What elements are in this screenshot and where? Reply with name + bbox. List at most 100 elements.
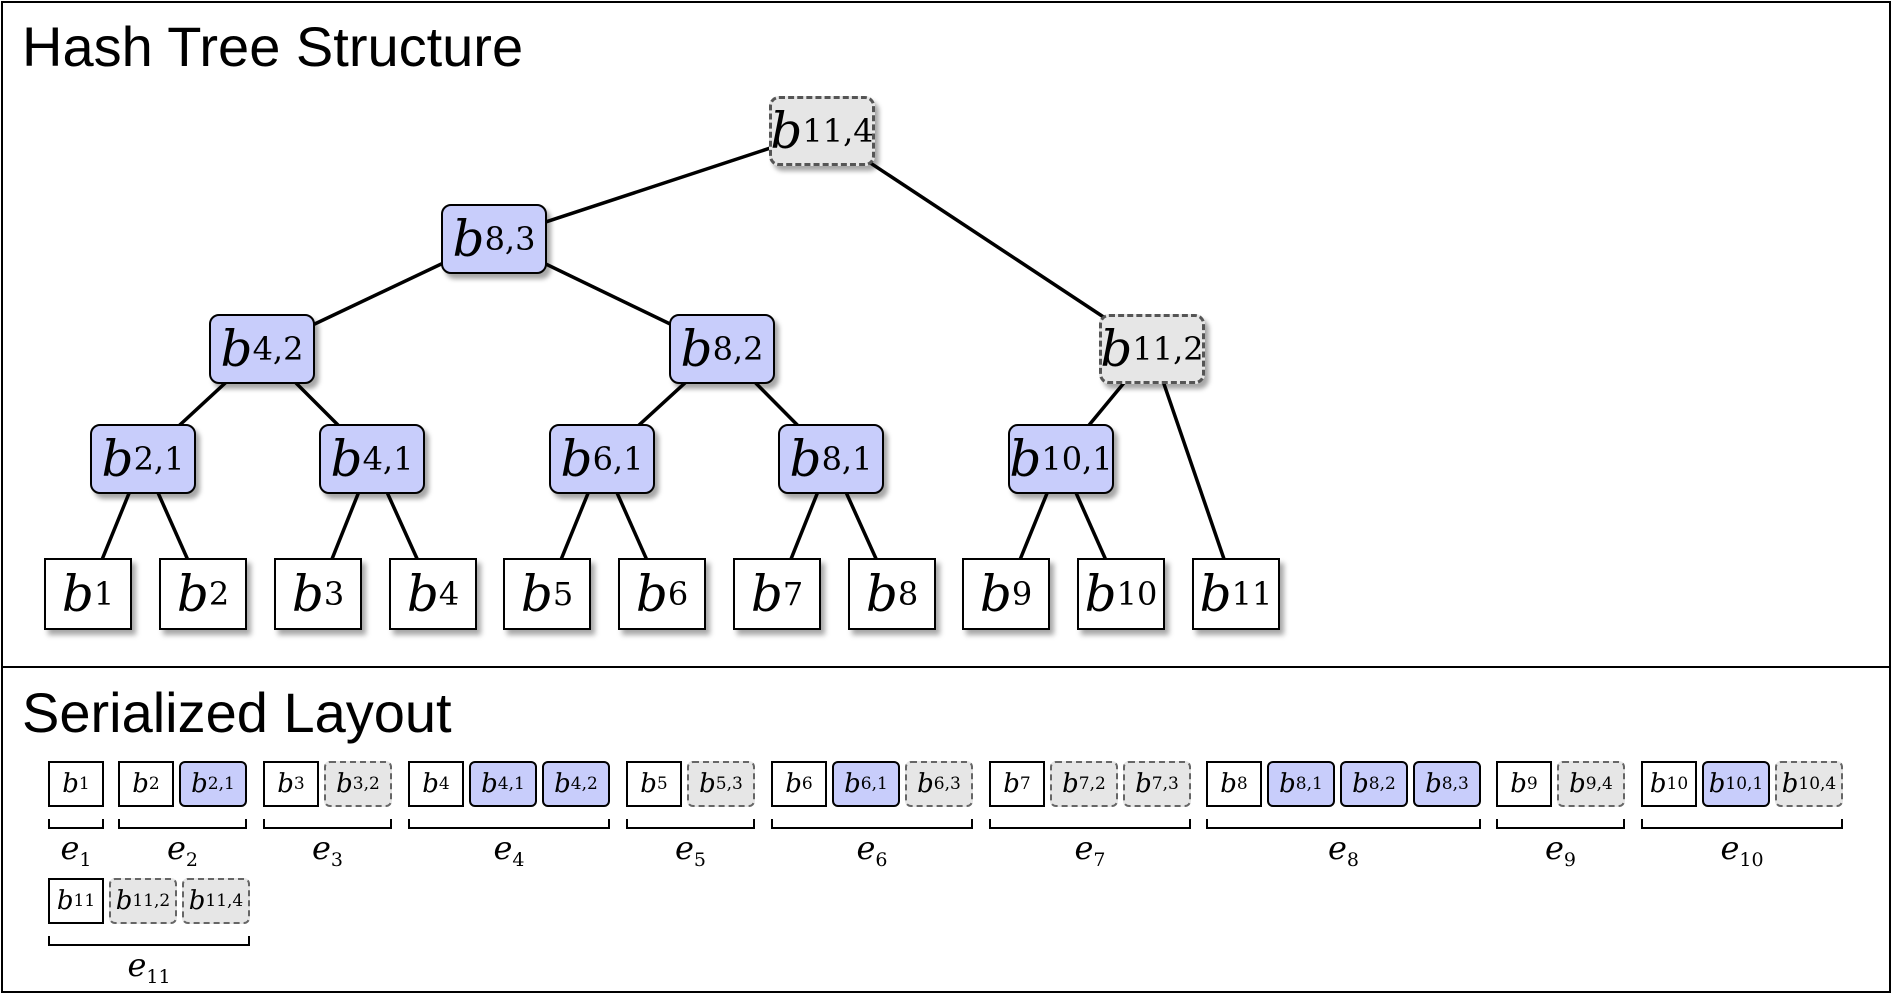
entry-label: e4 [408,829,610,871]
node-label-base: b [176,565,209,623]
node-label-base: b [680,320,713,378]
node-label-subscript: 5,3 [715,774,743,794]
node-label-base: b [865,565,898,623]
node-label-base: b [481,769,498,799]
node-label-subscript: 2,1 [207,774,235,794]
tree-edge-b11_4-b11_2 [821,129,1153,351]
node-label-base: b [635,565,668,623]
node-label-base: b [1135,769,1152,799]
entry-label-base: e [856,829,876,867]
entry-brace [263,819,392,829]
node-label-subscript: 3,2 [352,774,380,794]
entry-label-base: e [166,829,186,867]
entry-label-subscript: 1 [79,849,92,871]
node-label-base: b [640,769,657,799]
node-label-base: b [291,565,324,623]
node-label-base: b [1220,769,1237,799]
entry-label-subscript: 4 [512,849,525,871]
node-label-subscript: 8,3 [484,220,536,258]
node-label-base: b [220,320,253,378]
node-label-subscript: 10,1 [1041,440,1113,478]
entry-brace [1206,819,1481,829]
node-label-subscript: 7,3 [1151,774,1179,794]
node-label-subscript: 9 [1011,575,1033,613]
node-label-subscript: 2 [148,774,160,794]
node-label-base: b [336,769,353,799]
node-label-subscript: 7,2 [1078,774,1106,794]
node-label-base: b [62,769,79,799]
node-label-subscript: 2 [208,575,230,613]
node-label-base: b [979,565,1012,623]
node-label-subscript: 6,1 [860,774,888,794]
entry-brace [771,819,973,829]
node-label-subscript: 6,1 [592,440,644,478]
entry-label-base: e [674,829,694,867]
entry-brace [1496,819,1625,829]
entry-brace [48,936,250,946]
node-label-subscript: 4 [438,575,460,613]
entry-label: e3 [263,829,392,871]
entry-brace [118,819,247,829]
tree-edge-b11_2-b11 [1150,348,1238,595]
node-label-subscript: 11,4 [205,891,244,911]
node-label-base: b [1708,769,1726,799]
node-label-subscript: 11,2 [132,891,171,911]
node-label-subscript: 1 [78,774,90,794]
node-label-subscript: 8,3 [1441,774,1469,794]
node-label-base: b [452,210,485,268]
entry-label-base: e [1074,829,1094,867]
node-label-base: b [115,886,133,916]
node-label-subscript: 8,2 [1368,774,1396,794]
entry-label-subscript: 3 [330,849,344,871]
node-label-base: b [1352,769,1369,799]
entry-label-subscript: 8 [1346,849,1360,871]
node-label-subscript: 5 [656,774,668,794]
node-label-subscript: 4 [438,774,450,794]
node-label-base: b [785,769,802,799]
node-label-subscript: 11,4 [802,112,874,150]
entry-brace [408,819,610,829]
node-label-base: b [1084,565,1117,623]
node-label-subscript: 9 [1526,774,1538,794]
node-label-subscript: 11,2 [1132,330,1204,368]
node-label-subscript: 7 [782,575,804,613]
tree-section-title: Hash Tree Structure [22,15,524,78]
node-label-base: b [789,430,822,488]
node-label-base: b [132,769,149,799]
node-label-base: b [406,565,439,623]
entry-label-base: e [1720,829,1740,867]
node-label-subscript: 8,1 [821,440,873,478]
node-label-base: b [1199,565,1232,623]
entry-label: e7 [989,829,1191,871]
entry-label-base: e [311,829,331,867]
section-divider [1,666,1891,668]
node-label-base: b [1510,769,1527,799]
node-label-subscript: 8 [897,575,919,613]
node-label-subscript: 10 [1666,774,1689,794]
tree-edge-b11_4-b8_3 [493,129,823,241]
